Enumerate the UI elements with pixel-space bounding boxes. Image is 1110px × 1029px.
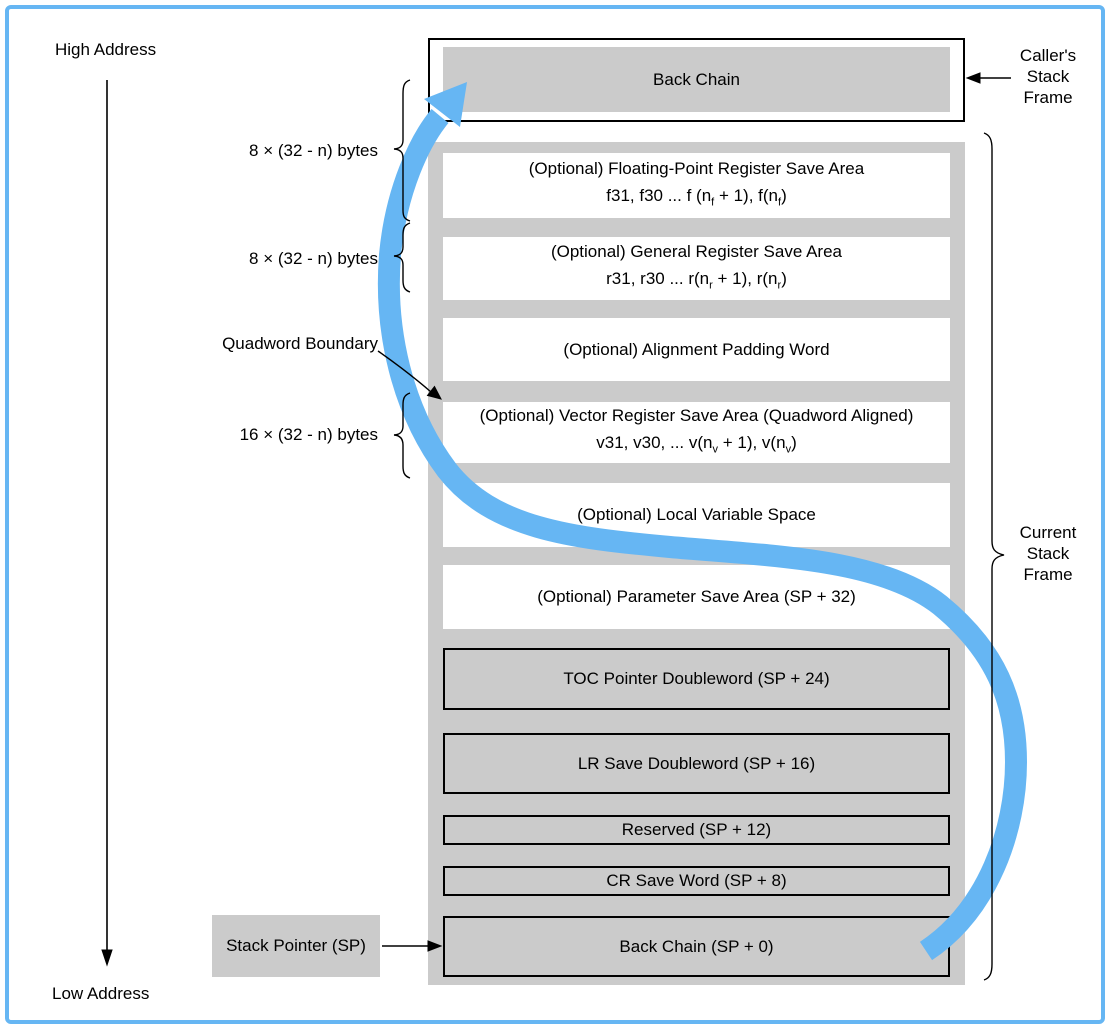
- address-direction-arrow: [101, 80, 113, 967]
- row-title: (Optional) Alignment Padding Word: [563, 339, 830, 359]
- gr-size-brace: [393, 222, 411, 293]
- current-stack-frame-label: Current Stack Frame: [1019, 523, 1077, 584]
- address-arrowhead-icon: [101, 949, 113, 967]
- row-title: TOC Pointer Doubleword (SP + 24): [563, 669, 830, 688]
- frame-row-lr-save: LR Save Doubleword (SP + 16): [443, 733, 950, 794]
- vec-size-label: 16 × (32 - n) bytes: [239, 425, 378, 444]
- callers-stack-frame-label: Caller's Stack Frame: [1019, 46, 1077, 107]
- frame-row-parameter-save-area: (Optional) Parameter Save Area (SP + 32): [443, 565, 950, 629]
- frame-row-toc-pointer: TOC Pointer Doubleword (SP + 24): [443, 648, 950, 710]
- frame-row-reserved: Reserved (SP + 12): [443, 815, 950, 845]
- quadword-arrow-line: [377, 350, 432, 393]
- frame-row-alignment-padding: (Optional) Alignment Padding Word: [443, 318, 950, 381]
- row-title: Back Chain (SP + 0): [619, 936, 774, 956]
- row-registers: r31, r30 ... r(nr + 1), r(nr): [606, 268, 787, 292]
- stack-pointer-label: Stack Pointer (SP): [226, 936, 366, 955]
- frame-row-back-chain: Back Chain (SP + 0): [443, 916, 950, 977]
- current-stack-frame-brace: [983, 132, 1005, 981]
- frame-row-vector-save-area: (Optional) Vector Register Save Area (Qu…: [443, 402, 950, 463]
- row-title: (Optional) Vector Register Save Area (Qu…: [479, 405, 914, 425]
- caller-back-chain-cell: Back Chain: [443, 47, 950, 112]
- stack-pointer-box: Stack Pointer (SP): [212, 915, 380, 977]
- frame-row-gr-save-area: (Optional) General Register Save Area r3…: [443, 237, 950, 300]
- row-title: Reserved (SP + 12): [621, 820, 772, 839]
- frame-row-local-variable-space: (Optional) Local Variable Space: [443, 483, 950, 547]
- row-title: (Optional) Floating-Point Register Save …: [528, 158, 865, 178]
- row-title: (Optional) General Register Save Area: [550, 241, 843, 261]
- row-registers: f31, f30 ... f (nf + 1), f(nf): [606, 185, 787, 209]
- caller-arrowhead-icon: [965, 72, 981, 84]
- fp-size-brace: [393, 79, 411, 222]
- row-registers: v31, v30, ... v(nv + 1), v(nv): [596, 432, 797, 456]
- frame-row-cr-save: CR Save Word (SP + 8): [443, 866, 950, 896]
- vec-size-brace: [393, 392, 411, 479]
- fp-size-label: 8 × (32 - n) bytes: [249, 141, 378, 160]
- gr-size-label: 8 × (32 - n) bytes: [249, 249, 378, 268]
- row-title: LR Save Doubleword (SP + 16): [577, 753, 816, 773]
- caller-back-chain-label: Back Chain: [653, 69, 740, 89]
- frame-row-fp-save-area: (Optional) Floating-Point Register Save …: [443, 153, 950, 218]
- row-title: CR Save Word (SP + 8): [606, 871, 787, 890]
- row-title: (Optional) Local Variable Space: [577, 505, 816, 524]
- quadword-boundary-label: Quadword Boundary: [222, 334, 378, 353]
- high-address-label: High Address: [55, 40, 157, 59]
- row-title: (Optional) Parameter Save Area (SP + 32): [537, 587, 856, 606]
- low-address-label: Low Address: [52, 984, 150, 1003]
